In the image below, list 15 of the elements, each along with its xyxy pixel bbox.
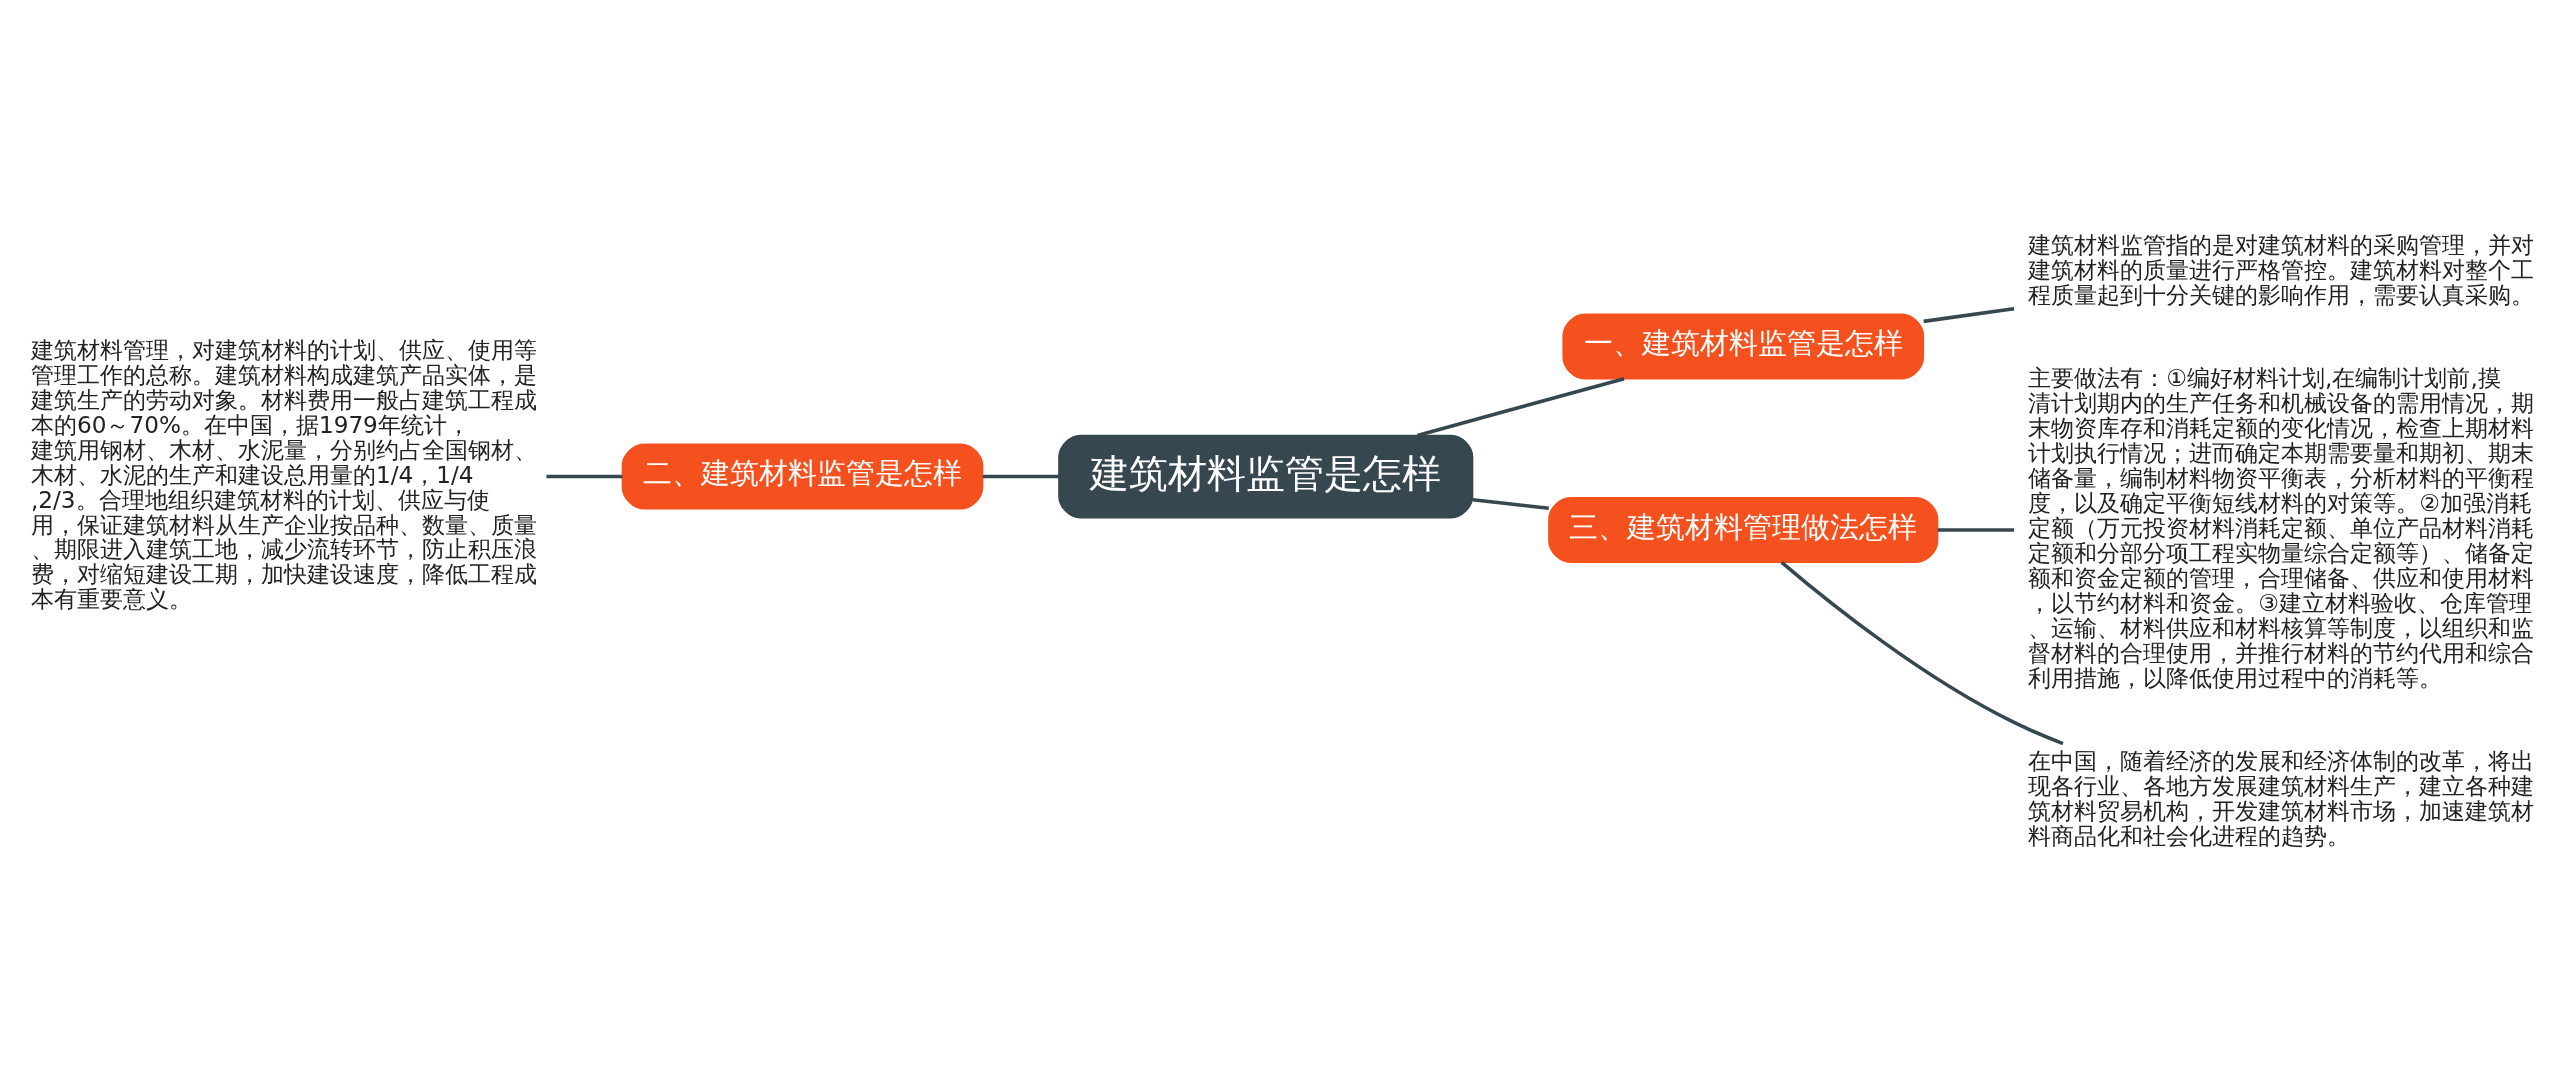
node-box: 一、建筑材料监管是怎样 — [1562, 313, 1925, 379]
connector — [1923, 306, 2015, 323]
connector — [1937, 527, 2015, 532]
connector — [546, 474, 623, 478]
node-box: 三、建筑材料管理做法怎样 — [1548, 496, 1939, 563]
node-text: 建筑材料监管指的是对建筑材料的采购管理，并对建筑材料的质量进行严格管控。建筑材料对整个工程质量起到十分关键的影响作用，需要认真采购。 — [2028, 231, 2535, 308]
node-text: 主要做法有：①编好材料计划,在编制计划前,摸清计划期内的生产任务和机械设备的需用情况，期末物资库存和消耗定额的变化情况，检查上期材料计划执行情况；进而确定本期需要量和期初、期末储备量，编制材料物资平衡表，分析材料的平衡程度，以及确定平衡短线材料的对策等。②加强消耗定额（万元投资材料消耗定额、单位产品材料消耗定额和分部分项工程实物量综合定额等）、储备定额和资金定额的管理，合理储备、供应和使用材料，以节约材料和资金。③建立材料验收、仓库管理、运输、材料供应和材料核算等制度，以组织和监督材料的合理使用，并推行材料的节约代用和综合利用措施，以降低使用过程中的消耗等。 — [2028, 364, 2535, 691]
connector — [1472, 497, 1549, 510]
connector — [1780, 560, 2064, 745]
node-box: 建筑材料监管是怎样 — [1058, 434, 1474, 518]
connector — [982, 474, 1059, 478]
node-box: 二、建筑材料监管是怎样 — [621, 443, 984, 510]
node-text: 在中国，随着经济的发展和经济体制的改革，将出现各行业、各地方发展建筑材料生产，建立各种建筑材料贸易机构，开发建筑材料市场，加速建筑材料商品化和社会化进程的趋势。 — [2028, 748, 2535, 849]
node-text: 建筑材料管理，对建筑材料的计划、供应、使用等管理工作的总称。建筑材料构成建筑产品实体，是建筑生产的劳动对象。材料费用一般占建筑工程成本的60～70%。在中国，据1979年统计，建筑用钢材、木材、水泥量，分别约占全国钢材、木材、水泥的生产和建设总用量的1/4，1/4,2/3。合理地组织建筑材料的计划、供应与使用，保证建筑材料从生产企业按品种、数量、质量、期限进入建筑工地，减少流转环节，防止积压浪费，对缩短建设工期，加快建设速度，降低工程成本有重要意义。 — [30, 336, 537, 612]
connector — [1417, 376, 1625, 437]
